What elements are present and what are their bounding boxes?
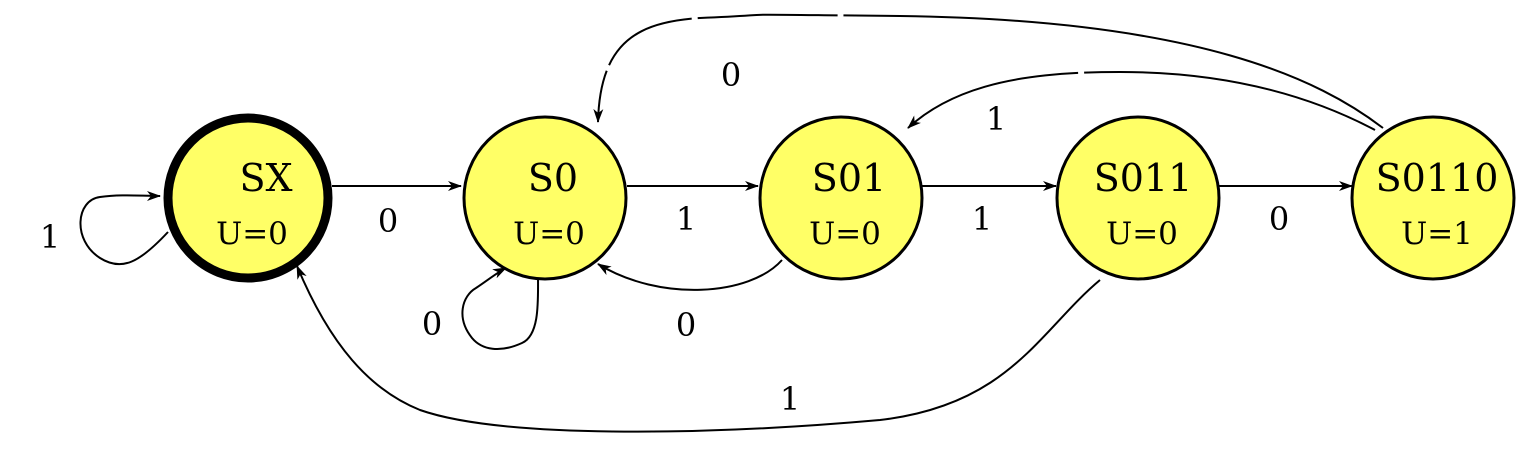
state-s011-name: S011: [1094, 156, 1193, 200]
edge-s0110-s01: [907, 70, 1376, 131]
state-s0-name: S0: [528, 156, 578, 200]
label-sx-s0: 0: [378, 202, 398, 240]
label-sx-self: 1: [40, 218, 60, 256]
edge-s0-self: [461, 267, 540, 350]
label-s011-s0110: 0: [1269, 200, 1289, 238]
transition-labels: 1 0 0 1 0 1 1 0 0 1: [40, 56, 1289, 418]
edge-s011-sx: [296, 265, 1101, 433]
states: SX U=0 S0 U=0 S01 U=0 S011 U=0 S0110 U=1: [163, 113, 1516, 283]
state-s0110-output: U=1: [1401, 216, 1473, 252]
state-s011-circle: [1055, 115, 1221, 281]
state-sx-output: U=0: [216, 216, 288, 252]
label-s0110-s0: 0: [721, 56, 741, 94]
state-s0110-name: S0110: [1376, 156, 1499, 200]
label-s01-s011: 1: [972, 200, 992, 238]
state-s0110: S0110 U=1: [1350, 115, 1516, 281]
state-s01-circle: [758, 115, 924, 281]
state-s0-circle: [462, 115, 628, 281]
edge-s01-s0: [597, 259, 783, 291]
state-s01-output: U=0: [809, 216, 881, 252]
label-s0-self: 0: [422, 305, 442, 343]
label-s01-s0: 0: [676, 306, 696, 344]
edge-s0110-s0: [593, 13, 1384, 129]
state-sx-name: SX: [239, 156, 292, 200]
state-s0: S0 U=0: [462, 115, 628, 281]
state-s01-name: S01: [812, 156, 886, 200]
label-s011-sx: 1: [780, 380, 800, 418]
state-s011: S011 U=0: [1055, 115, 1221, 281]
state-s0110-circle: [1350, 115, 1516, 281]
label-s0-s01: 1: [676, 200, 696, 238]
edge-sx-self: [79, 190, 169, 266]
label-s0110-s01: 1: [986, 100, 1006, 138]
state-s01: S01 U=0: [758, 115, 924, 281]
state-sx: SX U=0: [163, 113, 333, 283]
state-sx-circle: [163, 113, 333, 283]
transitions: [79, 13, 1384, 433]
state-s0-output: U=0: [513, 216, 585, 252]
state-s011-output: U=0: [1106, 216, 1178, 252]
